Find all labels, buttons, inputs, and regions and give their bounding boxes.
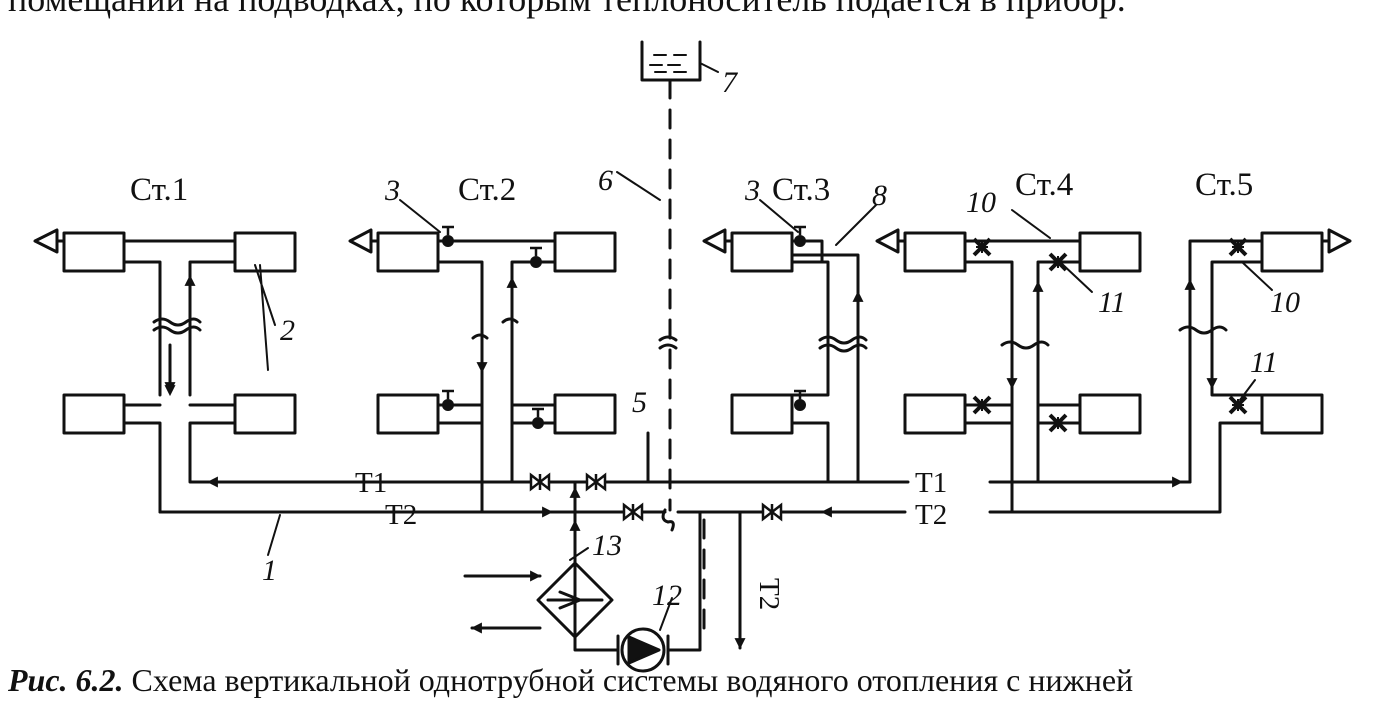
radiator [553, 393, 617, 435]
radiator [233, 231, 297, 273]
radiator [553, 231, 617, 273]
pipe-label-t1-left: T1 [355, 467, 387, 499]
label-11-right: 11 [1250, 346, 1278, 379]
radiator [903, 393, 967, 435]
riser-3 [702, 228, 868, 484]
radiator [1078, 231, 1142, 273]
riser-label-3: Ст.3 [772, 172, 830, 208]
figure-caption: Рис. 6.2. Схема вертикальной однотрубной… [8, 662, 1133, 699]
figure-label: Рис. 6.2. [8, 662, 124, 698]
heat-exchanger [536, 561, 614, 639]
label-3-left: 3 [384, 174, 400, 207]
label-11-top: 11 [1098, 286, 1126, 319]
air-vent-icon [702, 228, 727, 254]
pipe-label-t1-right: T1 [915, 467, 947, 499]
riser-label-2: Ст.2 [458, 172, 516, 208]
pump-icon [620, 627, 666, 673]
label-7: 7 [722, 66, 739, 99]
label-3-right: 3 [744, 174, 760, 207]
riser-label-5: Ст.5 [1195, 167, 1253, 203]
riser-4 [875, 228, 1142, 514]
radiator [1260, 231, 1324, 273]
riser-1 [33, 228, 532, 514]
riser-label-4: Ст.4 [1015, 167, 1073, 203]
pipe-label-t2-left: T2 [385, 499, 417, 531]
air-vent-icon [33, 228, 59, 254]
radiator [62, 231, 126, 273]
air-vent-icon [1327, 228, 1352, 254]
pipe-label-t2-vertical: T2 [753, 578, 785, 610]
label-2: 2 [280, 314, 295, 347]
radiator [730, 231, 794, 273]
central-unit [463, 431, 746, 673]
riser-2 [348, 228, 617, 514]
radiator [376, 393, 440, 435]
label-12: 12 [652, 579, 682, 612]
riser-5 [988, 228, 1352, 514]
radiator [62, 393, 126, 435]
radiator [903, 231, 967, 273]
label-6: 6 [598, 164, 613, 197]
label-5: 5 [632, 386, 647, 419]
radiator [730, 393, 794, 435]
label-10-right: 10 [1270, 286, 1300, 319]
radiator [233, 393, 297, 435]
riser-label-1: Ст.1 [130, 172, 188, 208]
figure-caption-text: Схема вертикальной однотрубной системы в… [131, 662, 1134, 698]
air-vent-icon [875, 228, 900, 254]
radiator [1078, 393, 1142, 435]
label-1: 1 [262, 554, 277, 587]
leader-lines [254, 62, 1273, 631]
expansion-tank [640, 40, 742, 642]
top-text-line: помещаний на подводках, по которым тепло… [8, 0, 1126, 20]
label-8: 8 [872, 179, 887, 212]
label-10-top: 10 [966, 186, 996, 219]
radiator [1260, 393, 1324, 435]
label-13: 13 [592, 529, 622, 562]
air-vent-icon [348, 228, 373, 254]
radiator [376, 231, 440, 273]
pipe-label-t2-right: T2 [915, 499, 947, 531]
